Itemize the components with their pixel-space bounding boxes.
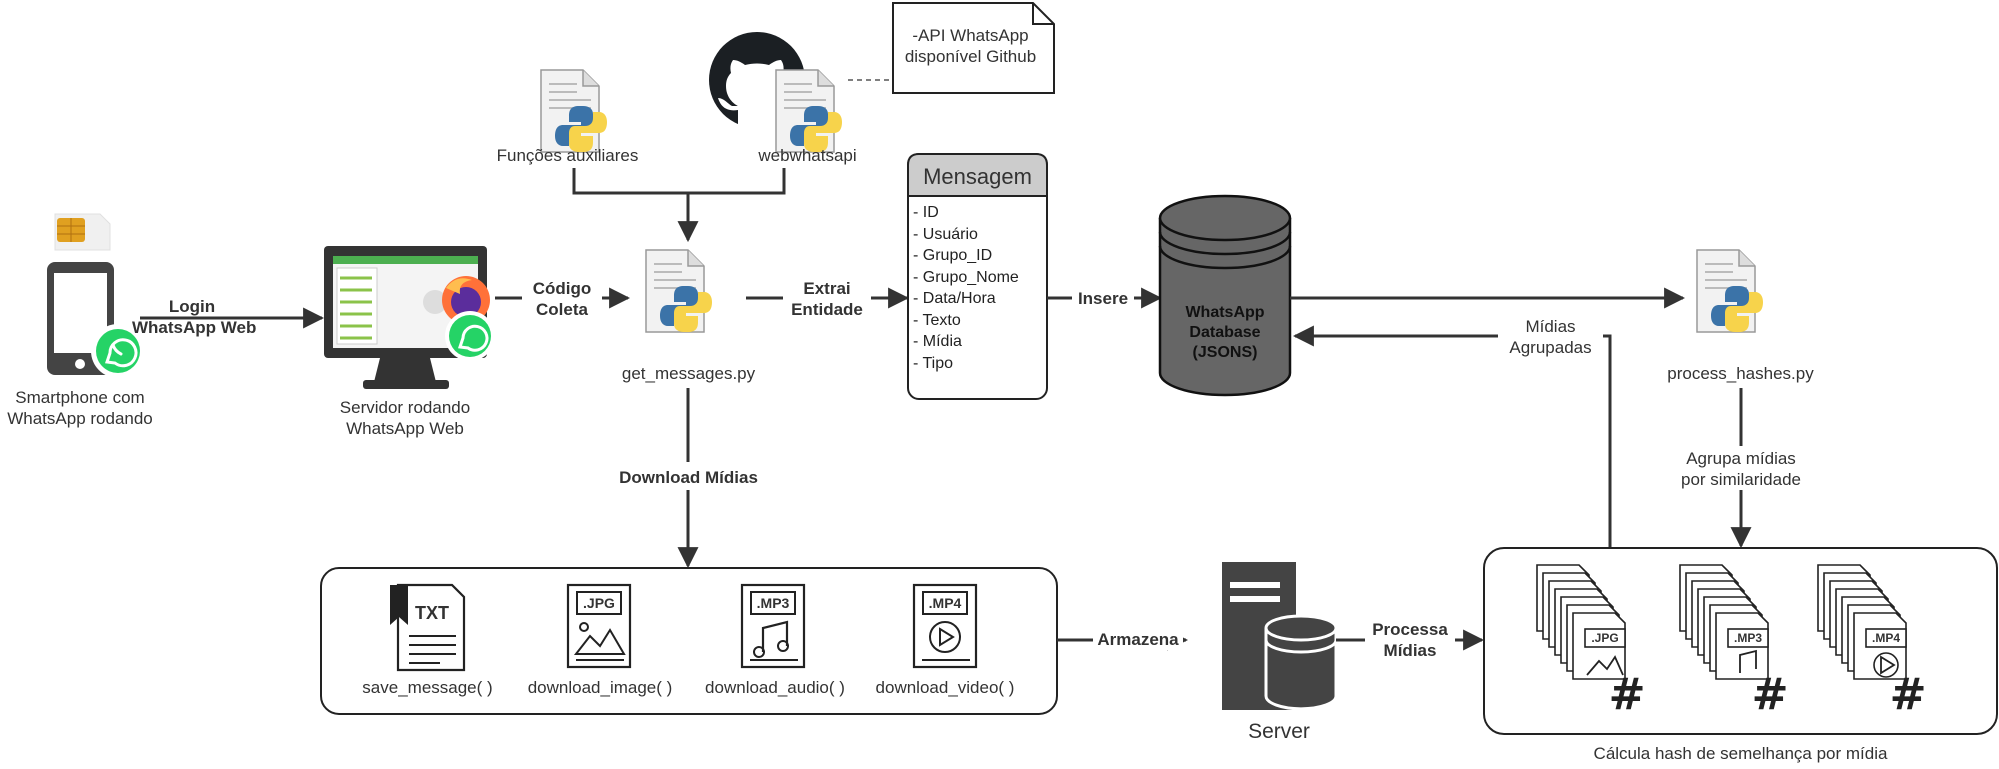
hash-group-caption: Cálcula hash de semelhança por mídia [1593,744,1888,763]
note-shape [892,2,1055,94]
mensagem-field: - Tipo [913,354,954,372]
mensagem-fields: - ID - Usuário - Grupo_ID - Grupo_Nome - Dat… [913,202,1019,374]
jpg-icon-text: .JPG [583,595,615,611]
mp4-file-icon [912,583,978,669]
edge-label-insere: Insere [1072,288,1134,309]
sim-card-icon [54,213,111,251]
webwhatsapi-label: webwhatsapi [758,146,857,165]
edge-label-download: Download Mídias [619,468,758,487]
media-stack-mp3-icon [1679,564,1769,680]
mensagem-field: - Grupo_Nome [913,268,1019,286]
jpg-file-icon [566,583,632,669]
server-icon [1222,562,1338,711]
mp3-icon-text: .MP3 [756,595,790,611]
mensagem-field: - Usuário [913,225,978,243]
mensagem-title: Mensagem [923,164,1032,189]
hash-icon: # [1608,669,1646,720]
mp4-icon-text: .MP4 [928,595,962,611]
download-video-label: download_video( ) [875,678,1015,697]
media-stacks [1536,564,1907,680]
smartphone-icon [47,262,145,378]
server-label: Server [1248,720,1310,743]
media-stack-mp4-icon [1817,564,1907,680]
python-file-icon [645,249,713,333]
edge-midias-agrupadas [1292,325,1612,548]
media-stack-tag: .MP4 [1871,631,1900,645]
edge-bracket [572,168,786,195]
firefox-icon [442,276,490,324]
mensagem-field: - ID [913,204,939,221]
mensagem-field: - Grupo_ID [913,247,993,264]
process-hashes-label: process_hashes.py [1667,364,1814,383]
hash-icon: # [1751,669,1789,720]
get-messages-label: get_messages.py [621,364,756,383]
media-stack-tag: .JPG [1591,631,1619,645]
download-audio-label: download_audio( ) [705,678,845,697]
download-image-label: download_image( ) [527,678,673,697]
python-file-icon [540,69,608,153]
media-stack-tag: .MP3 [1733,631,1762,645]
funcoes-label: Funções auxiliares [496,146,639,165]
mensagem-field: - Texto [913,311,961,329]
txt-icon-text: TXT [415,603,449,623]
hash-icon: # [1889,669,1927,720]
mensagem-field: - Mídia [913,333,962,350]
mp3-file-icon [740,583,806,669]
whatsapp-icon [445,311,495,361]
python-file-icon [775,69,843,153]
python-file-icon [1696,249,1764,333]
txt-file-icon [390,583,466,672]
database-icon [1158,194,1292,397]
edge-label-armazena: Armazena [1093,629,1183,650]
save-message-label: save_message( ) [362,678,493,697]
media-stack-jpg-icon [1536,564,1626,680]
mensagem-field: - Data/Hora [913,290,996,307]
